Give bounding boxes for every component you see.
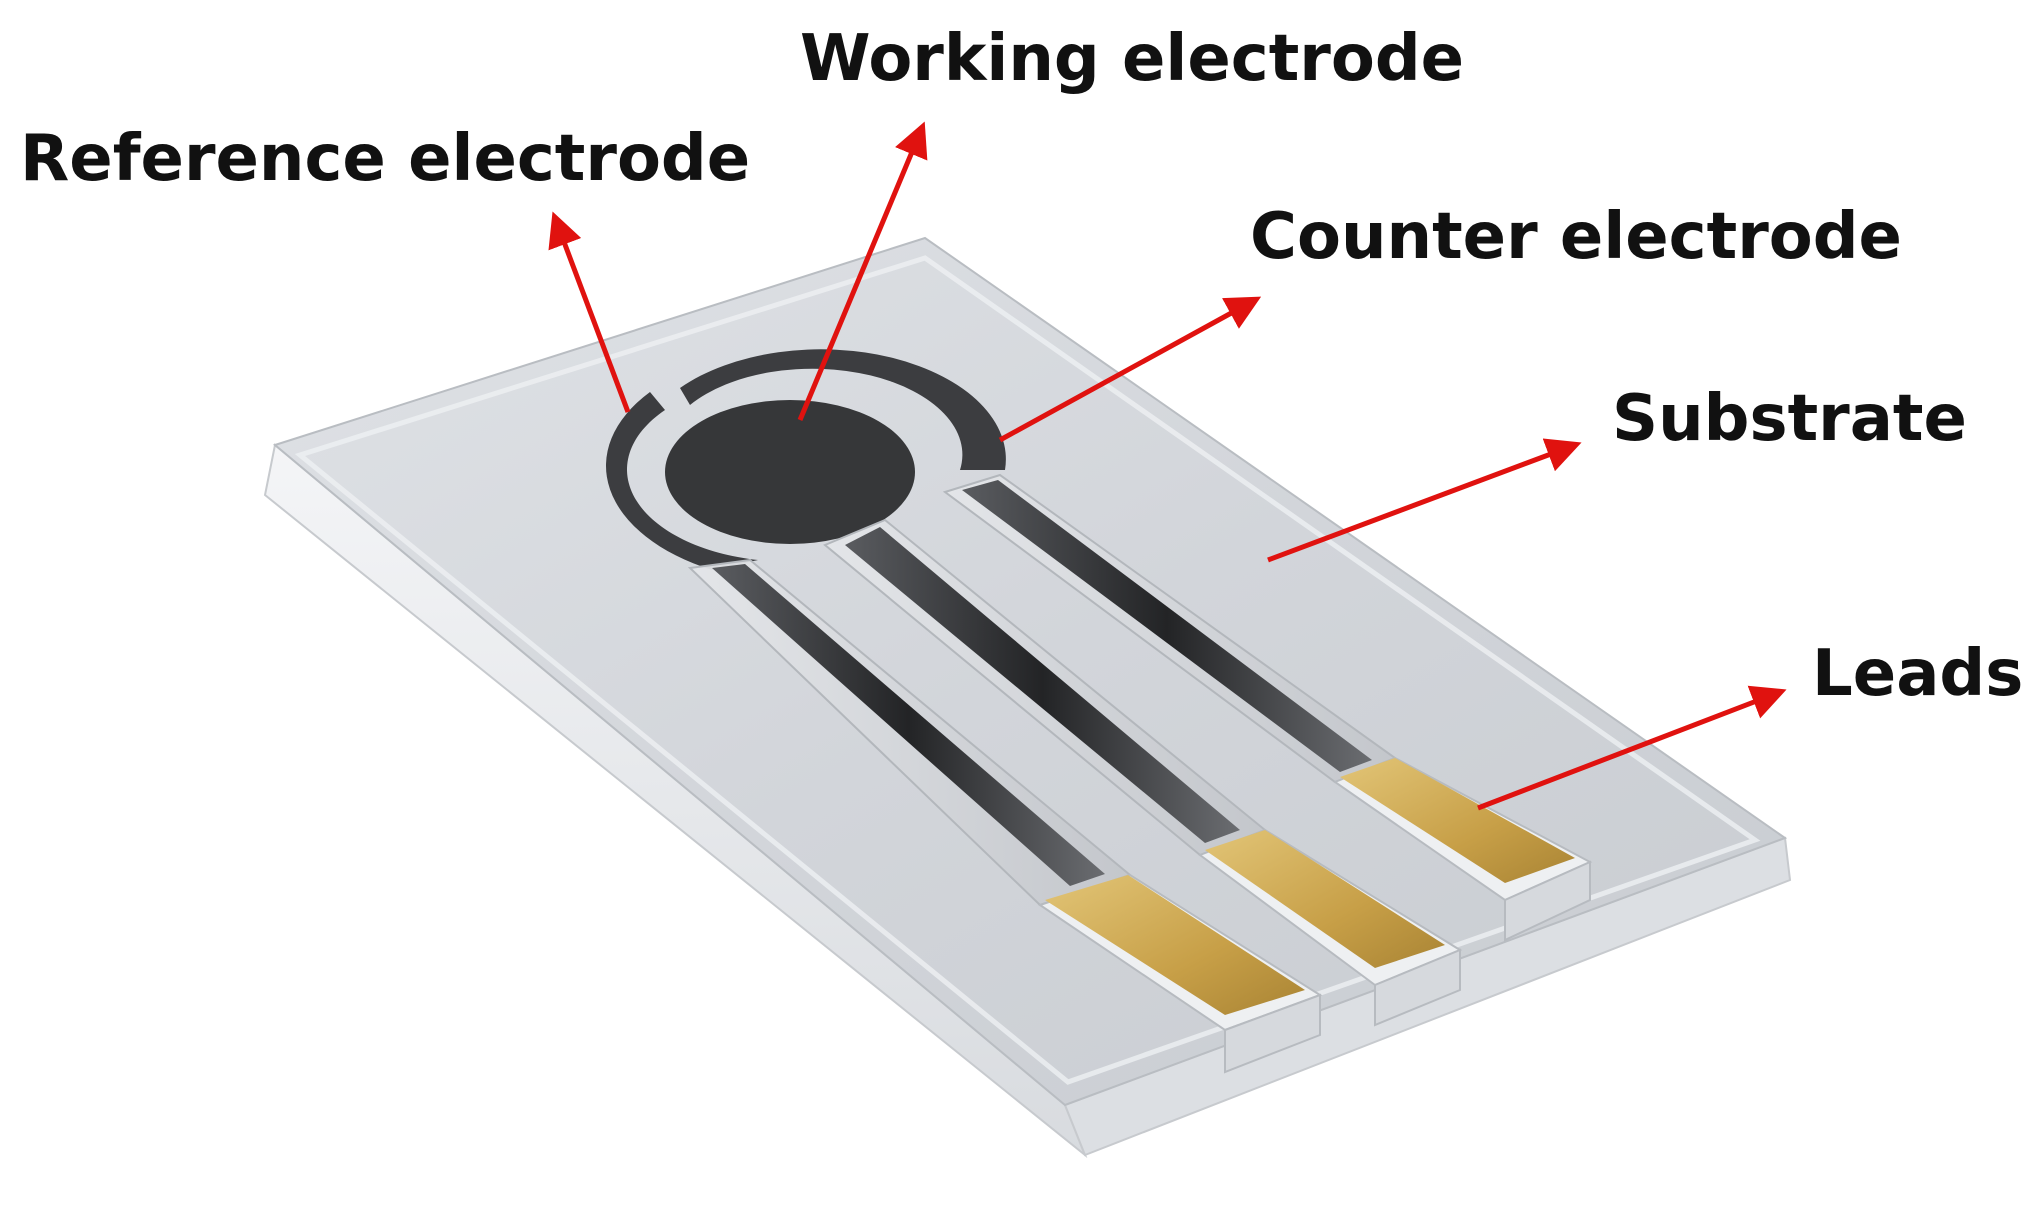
reference-electrode-arrow [548,211,631,413]
leads-label: Leads [1812,637,2023,711]
reference-electrode-label: Reference electrode [20,122,750,196]
lead-pad-2 [1197,828,1463,1027]
substrate-arrow [1267,438,1582,563]
working-electrode-disk [665,400,915,544]
leads-arrow [1477,685,1787,811]
reference-electrode-arc-left [605,392,758,570]
trace-3 [962,480,1372,772]
reference-electrode-arc [680,349,1006,470]
trace-1 [712,564,1105,886]
working-electrode-arrow [797,121,928,421]
counter-electrode-label: Counter electrode [1250,200,1902,274]
lead-pad-3 [1332,756,1593,942]
lead-pad-1 [1037,873,1323,1074]
trace-2 [845,527,1240,843]
labels: Working electrode Reference electrode Co… [20,22,2023,711]
counter-electrode-arrow [998,296,1262,443]
substrate-bevel [294,255,1761,1085]
electrode-pattern [605,349,1006,570]
lead-pads [1037,756,1593,1074]
working-electrode-label: Working electrode [800,22,1464,96]
substrate-label: Substrate [1612,382,1967,456]
leads-traces [687,473,1398,907]
annotation-arrows [548,121,1787,811]
